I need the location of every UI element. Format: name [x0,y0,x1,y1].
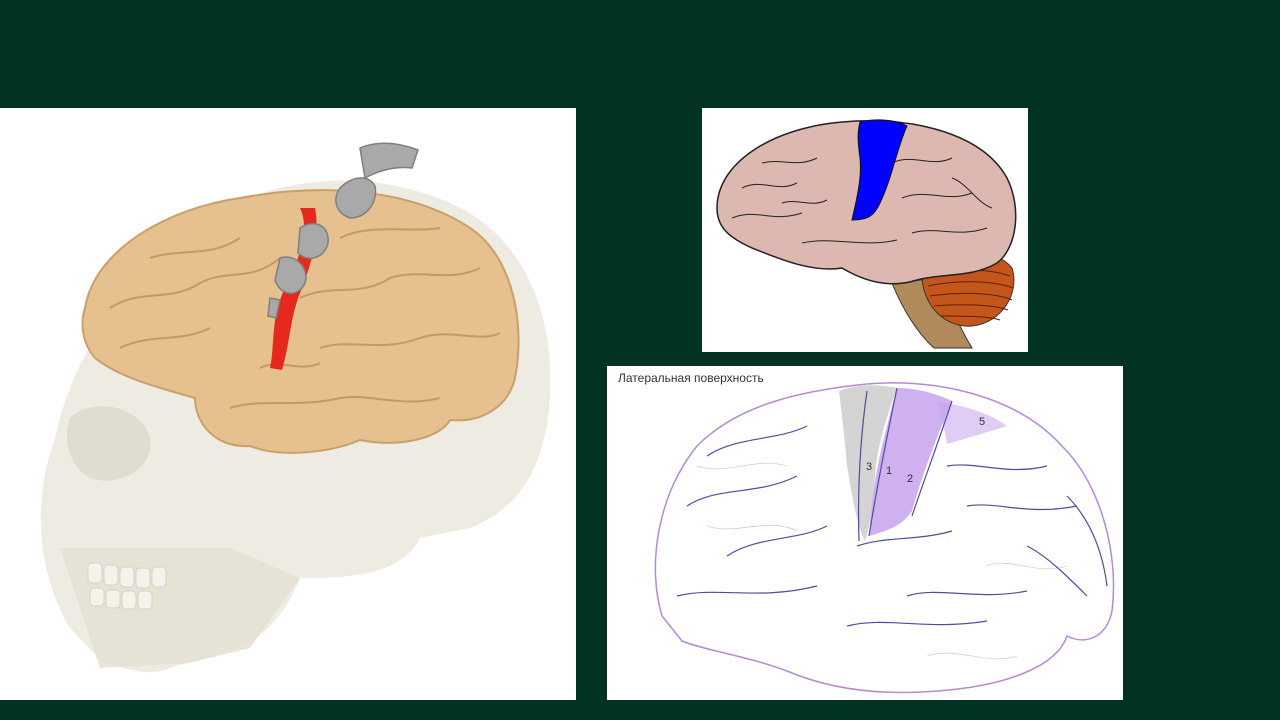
cortex-sulci [731,157,993,244]
vessel-lines [696,462,1068,660]
brain-shape [81,189,520,454]
zone-label-5: 5 [979,416,985,428]
teeth [87,562,167,610]
lateral-brain-diagram-figure [702,108,1028,352]
zone-label-3: 3 [866,461,872,473]
zone-label-1: 1 [886,465,892,477]
sulci-outlines [676,387,1108,627]
brain-gyri [109,227,501,409]
eye-socket [66,406,151,481]
highlighted-zone-5 [937,401,1007,444]
homunculus-figure [267,142,419,319]
homunculus-brain-figure [0,108,576,700]
grey-cortex-area [839,385,897,541]
figure-caption: Латеральная поверхность [618,371,764,385]
brain-lateral-diagram [716,119,1017,349]
highlighted-gyrus [851,119,908,221]
cortex-lateral-surface-map: 3 1 2 5 [654,382,1115,694]
brain-in-skull-homunculus-illustration [40,142,551,673]
lateral-surface-map-figure: Латеральная поверхность [607,366,1123,700]
brain-outline [654,382,1115,694]
zone-label-2: 2 [907,473,913,485]
